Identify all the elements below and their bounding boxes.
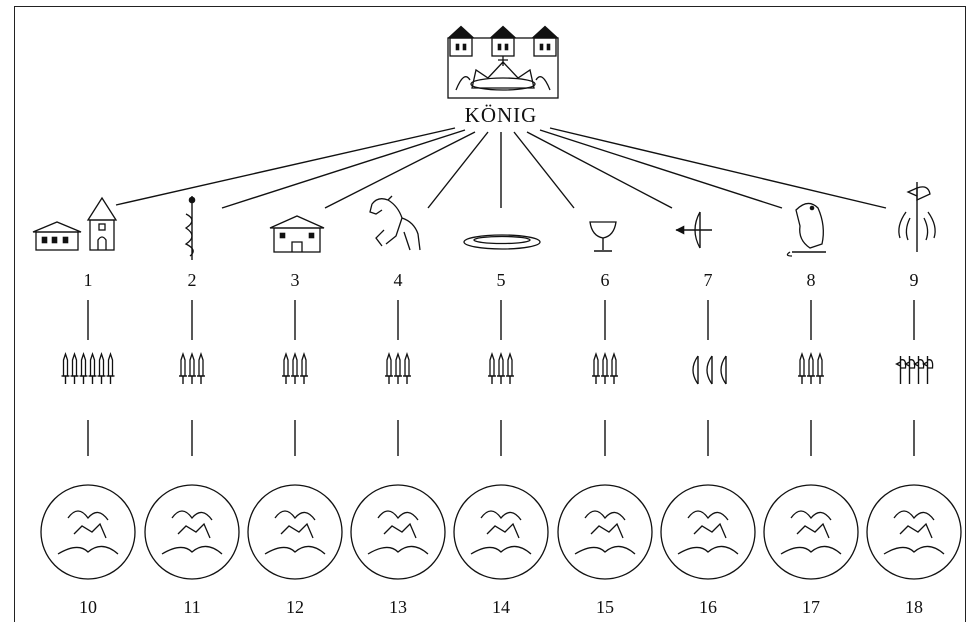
medallion-number-13: 13 xyxy=(389,597,407,617)
office-number-9: 9 xyxy=(910,270,919,290)
horse-icon xyxy=(369,195,421,251)
church-icon xyxy=(86,196,118,251)
vineyard-icon xyxy=(557,484,653,580)
swords-icon xyxy=(798,351,824,384)
hunting-stag-icon xyxy=(660,484,756,580)
medallion-number-16: 16 xyxy=(699,597,717,617)
swords-icon xyxy=(61,351,115,384)
king-label: KÖNIG xyxy=(465,103,538,127)
crown-castle-icon xyxy=(447,25,559,99)
office-number-3: 3 xyxy=(291,270,300,290)
medallion-number-17: 17 xyxy=(802,597,820,617)
medallion-number-14: 14 xyxy=(492,597,510,617)
swords-icon xyxy=(385,351,411,384)
swords-icon xyxy=(179,351,205,384)
plate-icon xyxy=(463,234,541,250)
medallion-number-11: 11 xyxy=(183,597,200,617)
medallion-number-10: 10 xyxy=(79,597,97,617)
office-number-1: 1 xyxy=(84,270,93,290)
sacks-crates-icon xyxy=(247,484,343,580)
office-number-5: 5 xyxy=(497,270,506,290)
lower-connectors xyxy=(87,420,915,456)
office-number-7: 7 xyxy=(704,270,713,290)
seal-pendant-icon xyxy=(144,484,240,580)
building-icon xyxy=(269,215,325,253)
medallion-number-12: 12 xyxy=(286,597,304,617)
bows-icon xyxy=(692,355,727,385)
stable-herd-icon xyxy=(350,484,446,580)
halberds-icon xyxy=(895,356,934,384)
office-number-2: 2 xyxy=(188,270,197,290)
diagram-frame xyxy=(14,6,966,622)
swords-icon xyxy=(592,351,618,384)
coins-kitchen-icon xyxy=(453,484,549,580)
office-number-4: 4 xyxy=(394,270,403,290)
ploughing-oxen-icon xyxy=(40,484,136,580)
bow-arrow-icon xyxy=(675,211,712,249)
halberd-icon xyxy=(898,182,936,252)
upper-connectors xyxy=(87,300,915,340)
falcon-icon xyxy=(786,202,826,257)
office-number-8: 8 xyxy=(807,270,816,290)
medallion-number-15: 15 xyxy=(596,597,614,617)
office-number-6: 6 xyxy=(601,270,610,290)
swords-icon xyxy=(488,351,514,384)
falconer-rider-icon xyxy=(763,484,859,580)
goblet-icon xyxy=(589,221,617,252)
swords-icon xyxy=(282,351,308,384)
king-connectors xyxy=(115,127,887,209)
knight-guards-icon xyxy=(866,484,962,580)
staff-serpent-icon xyxy=(184,196,196,260)
house-icon xyxy=(32,221,82,251)
medallion-number-18: 18 xyxy=(905,597,923,617)
